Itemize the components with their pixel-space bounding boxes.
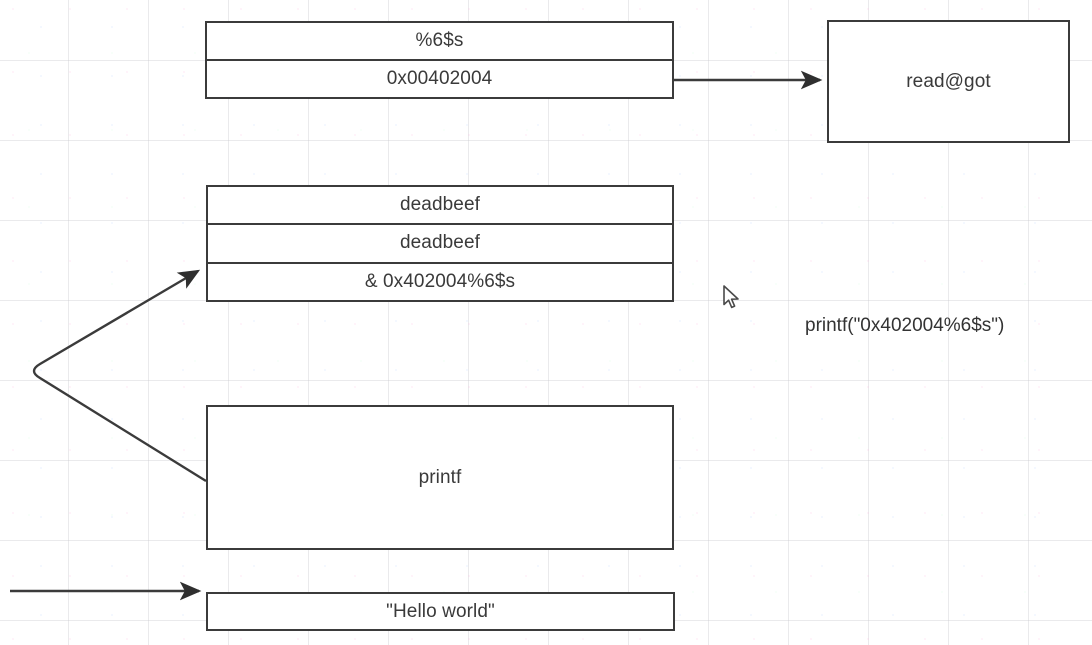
- stack-row-deadbeef-1: deadbeef: [399, 194, 481, 216]
- payload-row-address: 0x00402004: [207, 59, 672, 97]
- printf-to-stack-arrow: [32, 269, 207, 483]
- printf-label: printf: [418, 466, 462, 488]
- stack-frame-box[interactable]: deadbeef deadbeef & 0x402004%6$s: [206, 185, 674, 302]
- printf-frame-box[interactable]: printf: [206, 405, 674, 550]
- printf-call-annotation: printf("0x402004%6$s"): [805, 315, 1005, 336]
- format-string-payload-box[interactable]: %6$s 0x00402004: [205, 21, 674, 99]
- read-got-label: read@got: [906, 70, 991, 92]
- output-string-label: "Hello world": [386, 600, 495, 622]
- payload-row-format-specifier: %6$s: [415, 30, 464, 51]
- stack-row-format-pointer: & 0x402004%6$s: [208, 261, 672, 300]
- mouse-pointer-icon: [723, 285, 739, 309]
- output-string-box[interactable]: "Hello world": [206, 592, 675, 631]
- stack-row-deadbeef-2: deadbeef: [208, 223, 672, 261]
- read-got-box[interactable]: read@got: [827, 20, 1070, 143]
